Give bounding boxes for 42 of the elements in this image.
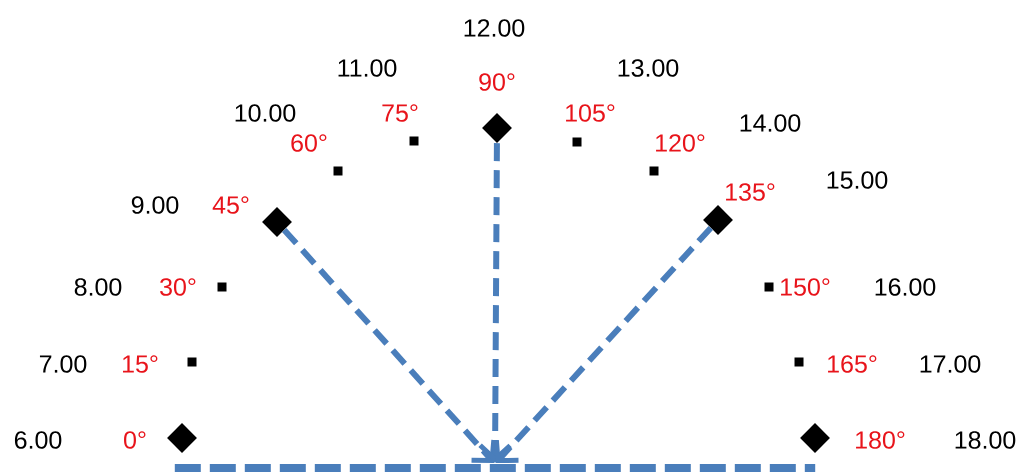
marker-square [409,136,419,146]
time-label: 18.00 [955,431,1016,449]
angle-label: 75° [382,104,418,122]
time-label: 16.00 [875,278,936,296]
angle-label: 0° [124,431,146,449]
marker-diamond [703,205,733,235]
marker-square [217,282,227,292]
marker-square [794,357,804,367]
marker-diamond [482,113,512,143]
time-label: 15.00 [827,171,888,189]
marker-square [572,137,582,147]
time-label: 11.00 [338,59,397,77]
angle-label: 60° [291,134,327,152]
dashed-arrow [282,228,497,464]
dashed-arrow [493,225,713,464]
marker-diamond [167,423,197,453]
time-label: 9.00 [131,196,179,214]
angle-label: 180° [856,431,905,449]
marker-diamond [800,423,830,453]
marker-square [649,166,659,176]
angle-label: 45° [212,196,249,214]
time-label: 13.00 [618,59,679,77]
angle-label: 30° [160,278,196,296]
angle-label: 165° [828,355,877,373]
time-label: 12.00 [464,19,525,37]
dashed-arrow [478,143,512,463]
time-label: 10.00 [235,104,296,122]
angle-label: 120° [656,134,705,152]
time-label: 7.00 [39,355,87,373]
time-label: 17.00 [920,355,981,373]
time-label: 8.00 [74,278,122,296]
angle-label: 135° [726,183,775,201]
angle-label: 90° [479,73,515,91]
angle-label: 105° [566,104,615,122]
marker-square [764,282,774,292]
angle-label: 150° [781,278,830,296]
marker-square [187,357,197,367]
marker-square [333,166,343,176]
marker-diamond [262,207,292,237]
time-label: 6.00 [14,431,62,449]
angle-label: 15° [123,355,158,373]
time-label: 14.00 [740,114,801,132]
